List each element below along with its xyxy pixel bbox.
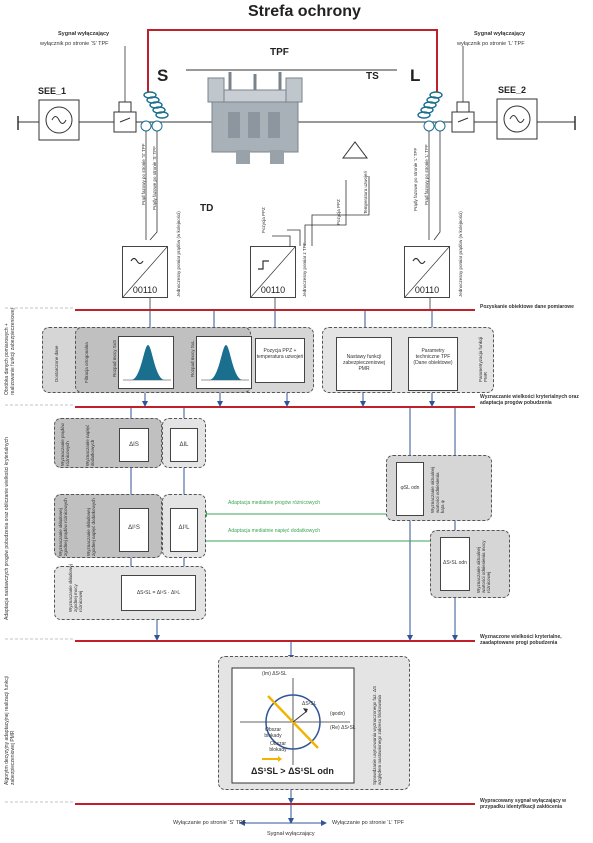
adaptation-label-1: Adaptacja mediatnie progów różnicowych: [228, 500, 320, 506]
delta-il-box: ΔIL: [170, 428, 198, 462]
decision-formula: ΔS¹SL > ΔS¹SL odn: [251, 766, 334, 776]
osc-box-1: [118, 336, 174, 389]
adaptation-label-2: Adaptacja mediatnie napięć dodatkowych: [228, 528, 321, 534]
nastawy-box: Nastawy funkcji zabezpieczeniowej PMR: [336, 337, 392, 391]
see1-label: SEE_1: [38, 86, 67, 96]
side-s-label: S: [157, 66, 169, 85]
see1-source-symbol: [38, 99, 80, 141]
ts-label: TS: [366, 71, 379, 82]
protection-zone-title: Strefa ochrony: [248, 3, 361, 20]
phase-shifting-transformer-illustration: [186, 69, 397, 164]
current-transformer-left-symbol: [140, 120, 163, 132]
phasor-inner-label: ΔS¹SL: [302, 701, 317, 707]
trip-left-title: Sygnał wyłączający: [58, 31, 110, 37]
td-label: TD: [200, 203, 214, 214]
blocking-region-label-2: Obszar blokady: [269, 741, 287, 753]
ds-ref-box: ΔS¹SL odn: [440, 537, 470, 591]
tpf-label: TPF: [270, 47, 289, 58]
ts-tap-symbol: [342, 141, 368, 159]
breaker-right-symbol: [451, 46, 475, 133]
delta-is-box: ΔIS: [119, 428, 149, 462]
re-axis-label: (Re) ΔS¹SL: [330, 725, 356, 731]
im-axis-label: (Im) ΔS¹SL: [262, 671, 287, 677]
stage-label-1: Pozyskanie obiektowe dane pomiarowe: [480, 304, 574, 310]
converter-left: 00110: [122, 246, 168, 298]
protection-zone-line: [147, 29, 438, 92]
trip-output-right: Wyłączanie po stronie ‘L’ TPF: [332, 820, 405, 826]
bushing-left-symbol: [143, 91, 169, 119]
delta-i1s-box: ΔI¹S: [119, 508, 149, 552]
converter-center-code: 00110: [260, 285, 286, 295]
breaker-left-symbol: [113, 46, 137, 133]
phi-ref-label: (φodn): [330, 711, 345, 717]
trip-output-center: Sygnał wyłączający: [267, 831, 315, 837]
phi-ref-box: φSL odn: [396, 462, 424, 516]
see2-source-symbol: [496, 98, 538, 140]
delta-s1-box: ΔS¹SL = ΔI¹S · ΔI¹L: [121, 575, 196, 611]
trip-right-sub: wyłącznik po stronie ‘L’ TPF: [457, 41, 525, 47]
trip-output-left: Wyłączanie po stronie ‘S’ TPF: [173, 820, 247, 826]
stage-label-4: Wypracowany sygnał wyłączający w przypad…: [480, 798, 567, 811]
delta-i1l-box: ΔI¹L: [170, 508, 198, 552]
blocking-region-label-1: Obszar blokady: [264, 727, 282, 739]
converter-right: 00110: [404, 246, 450, 298]
converter-center: 00110: [250, 246, 296, 298]
osc-box-2: [196, 336, 252, 389]
param-box: Parametry techniczne TPF (Dane obiektowe…: [408, 337, 458, 391]
trip-left-sub: wyłącznik po stronie ‘S’ TPF: [40, 41, 109, 47]
side-l-label: L: [410, 66, 421, 85]
zone3-side-label: Sprawdzanie usytuowania wyznaczonego faz…: [372, 685, 383, 785]
trip-right-title: Sygnał wyłączający: [474, 31, 526, 37]
ppz-temperature-box: Pozycja PPZ + temperatura uzwojeń: [255, 338, 305, 383]
converter-right-code: 00110: [414, 285, 440, 295]
stage-label-3: Wyznaczone wielkości kryterialne, zaadap…: [480, 634, 562, 647]
see2-label: SEE_2: [498, 85, 527, 95]
converter-left-code: 00110: [132, 285, 158, 295]
bushing-right-symbol: [417, 91, 443, 119]
stage-label-2: Wyznaczanie wielkości kryterialnych oraz…: [480, 394, 579, 407]
